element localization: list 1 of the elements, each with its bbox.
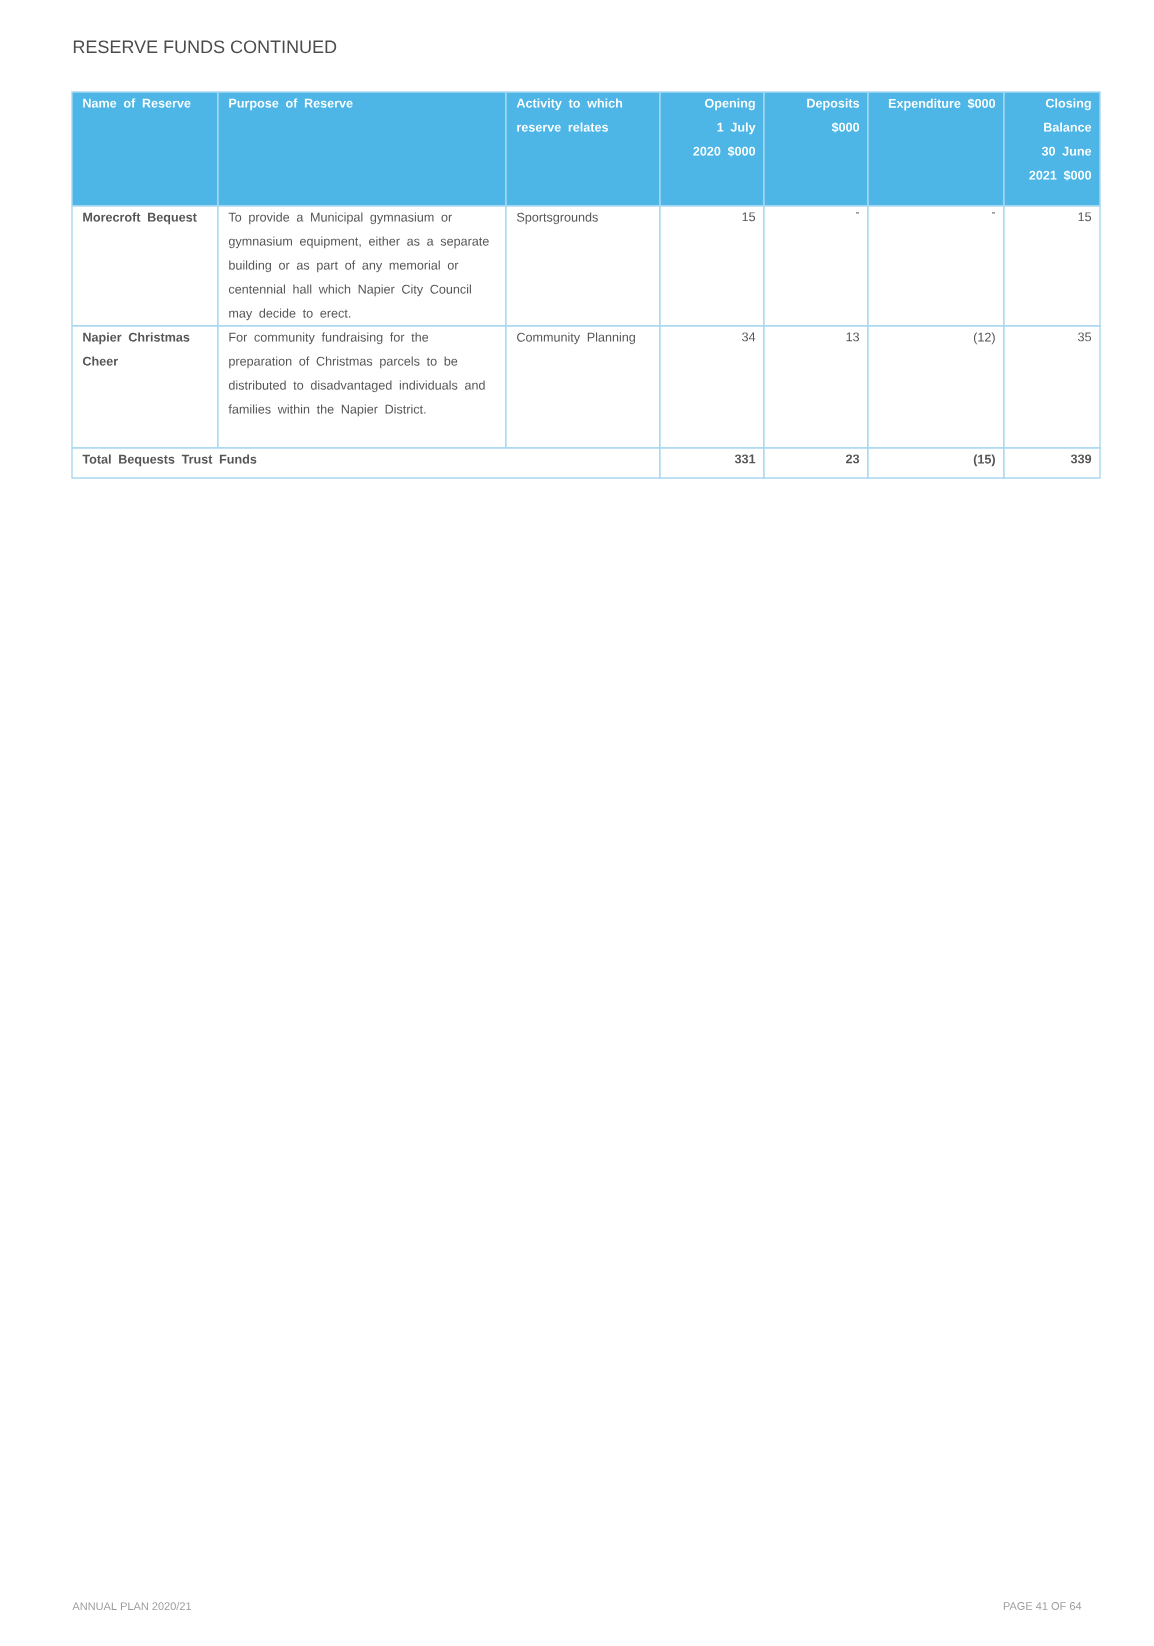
page-title: RESERVE FUNDS CONTINUED [73, 40, 337, 54]
